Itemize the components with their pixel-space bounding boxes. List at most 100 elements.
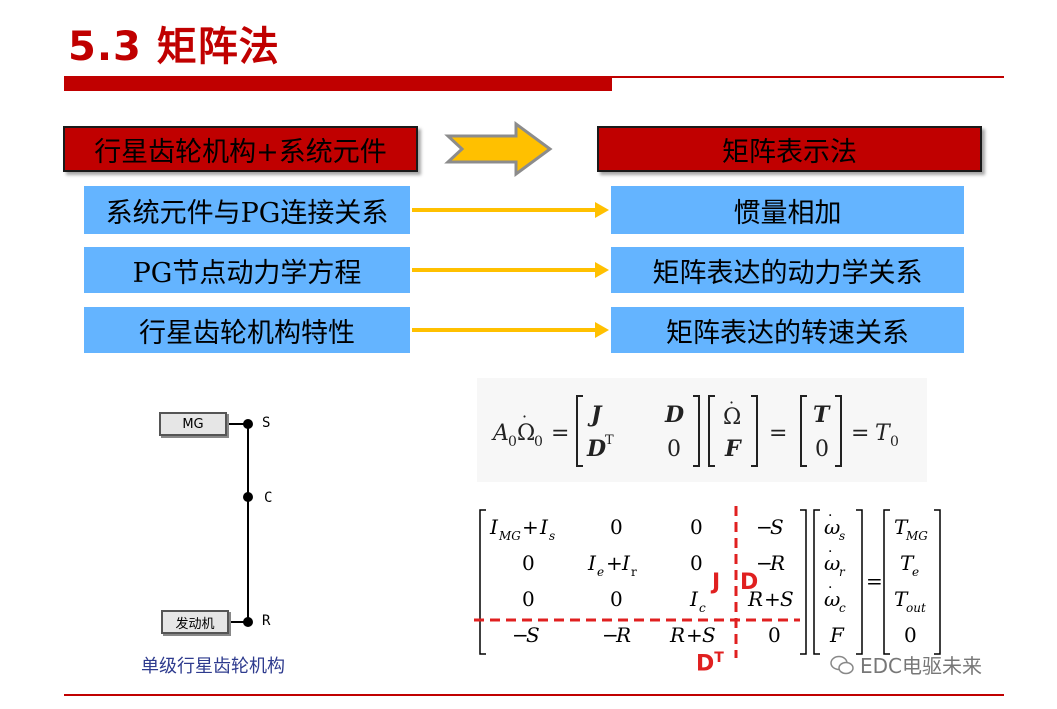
left-row-box-1: 系统元件与PG连接关系 — [84, 186, 410, 234]
svg-text:c: c — [839, 601, 846, 615]
diagram-caption: 单级行星齿轮机构 — [141, 656, 285, 677]
engine-box: 发动机 — [161, 610, 229, 634]
right-header-label: 矩阵表示法 — [722, 136, 857, 168]
matrix-equation-compact-graphic: A 0 Ω · 0 = J D D T 0 Ω · F = T 0 = T 0 — [491, 393, 899, 467]
label-dt: DT — [696, 650, 724, 676]
left-header-label: 行星齿轮机构+系统元件 — [94, 136, 387, 168]
engine-label: 发动机 — [175, 616, 215, 632]
right-header-box: 矩阵表示法 — [597, 126, 982, 172]
connector-arrowhead-icon-1 — [595, 202, 609, 218]
svg-text:0: 0 — [508, 434, 517, 450]
svg-text:=: = — [551, 421, 569, 446]
svg-text:T: T — [875, 421, 892, 446]
svg-text:I: I — [489, 515, 499, 539]
svg-text:·: · — [729, 393, 734, 412]
connector-line-3 — [412, 328, 597, 332]
label-dt-base: D — [696, 651, 715, 677]
connector-line-2 — [412, 268, 597, 272]
label-j: J — [712, 570, 721, 595]
svg-text:·: · — [828, 580, 832, 596]
connector-arrowhead-icon-3 — [595, 322, 609, 338]
right-row-box-3: 矩阵表达的转速关系 — [611, 307, 964, 353]
svg-text:ω: ω — [824, 551, 840, 575]
svg-text:0: 0 — [690, 515, 703, 539]
svg-text:r: r — [631, 565, 637, 579]
right-row-box-1: 惯量相加 — [611, 186, 964, 234]
svg-text:=: = — [769, 421, 787, 446]
svg-text:0: 0 — [690, 551, 703, 575]
svg-text:I: I — [621, 551, 631, 575]
svg-text:MG: MG — [498, 529, 521, 543]
svg-text:+: + — [522, 515, 539, 539]
svg-text:·: · — [828, 508, 832, 524]
svg-text:S: S — [702, 623, 716, 647]
left-row-box-3: 行星齿轮机构特性 — [84, 307, 410, 353]
svg-text:s: s — [839, 529, 845, 543]
svg-text:0: 0 — [768, 623, 781, 647]
svg-text:S: S — [770, 515, 784, 539]
node-r-dot — [243, 617, 253, 627]
right-row-label-1: 惯量相加 — [733, 197, 842, 229]
left-header-box: 行星齿轮机构+系统元件 — [63, 126, 418, 172]
svg-text:S: S — [780, 587, 794, 611]
svg-text:s: s — [549, 529, 555, 543]
svg-text:−: − — [512, 623, 529, 647]
svg-text:−: − — [756, 551, 773, 575]
left-row-box-2: PG节点动力学方程 — [84, 247, 410, 293]
svg-text:0: 0 — [522, 551, 535, 575]
wechat-icon — [830, 655, 854, 674]
lever-diagram — [227, 419, 253, 627]
svg-text:T: T — [894, 515, 909, 539]
svg-text:0: 0 — [904, 623, 917, 647]
svg-text:F: F — [724, 436, 742, 462]
right-row-box-2: 矩阵表达的动力学关系 — [611, 247, 964, 293]
svg-text:c: c — [699, 601, 706, 615]
left-row-label-2: PG节点动力学方程 — [132, 257, 362, 289]
watermark-text: EDC电驱未来 — [860, 654, 983, 678]
node-r-label: R — [262, 613, 271, 629]
svg-text:0: 0 — [667, 437, 681, 462]
svg-text:Ω: Ω — [517, 421, 535, 446]
svg-text:T: T — [605, 433, 614, 448]
svg-text:MG: MG — [905, 529, 928, 543]
node-c-dot — [243, 492, 253, 502]
svg-text:T: T — [900, 551, 915, 575]
left-row-label-3: 行星齿轮机构特性 — [139, 317, 355, 349]
watermark: EDC电驱未来 — [830, 650, 982, 679]
svg-text:Ω: Ω — [723, 405, 741, 430]
title-rule-thick — [64, 77, 612, 91]
label-d: D — [740, 570, 759, 595]
node-s-dot — [243, 419, 253, 429]
svg-text:ω: ω — [824, 587, 840, 611]
svg-text:R: R — [769, 551, 785, 575]
svg-text:0: 0 — [610, 515, 623, 539]
node-c-label: C — [264, 490, 273, 506]
right-row-label-2: 矩阵表达的动力学关系 — [652, 257, 923, 289]
svg-text:·: · — [522, 407, 527, 426]
svg-text:R: R — [615, 623, 631, 647]
svg-text:A: A — [491, 421, 509, 446]
node-s-label: S — [262, 415, 271, 431]
mg-box: MG — [159, 412, 227, 436]
svg-text:0: 0 — [522, 587, 535, 611]
bottom-rule — [64, 694, 1004, 696]
svg-text:S: S — [526, 623, 540, 647]
matrix-equation-compact: A 0 Ω · 0 = J D D T 0 Ω · F = T 0 = T 0 — [477, 378, 927, 482]
connector-line-1 — [412, 208, 597, 212]
svg-text:0: 0 — [534, 434, 543, 450]
svg-text:=: = — [851, 421, 869, 446]
svg-text:+: + — [764, 587, 781, 611]
svg-text:I: I — [689, 587, 699, 611]
page-title: 5.3 矩阵法 — [68, 24, 280, 70]
svg-text:T: T — [894, 587, 909, 611]
svg-text:0: 0 — [890, 434, 899, 450]
svg-text:·: · — [828, 544, 832, 560]
svg-text:D: D — [664, 402, 684, 428]
svg-text:I: I — [587, 551, 597, 575]
right-row-label-3: 矩阵表达的转速关系 — [666, 317, 909, 349]
svg-text:R: R — [747, 587, 763, 611]
svg-text:−: − — [602, 623, 619, 647]
svg-text:+: + — [606, 551, 623, 575]
svg-text:r: r — [839, 565, 846, 579]
left-row-label-1: 系统元件与PG连接关系 — [105, 197, 389, 229]
